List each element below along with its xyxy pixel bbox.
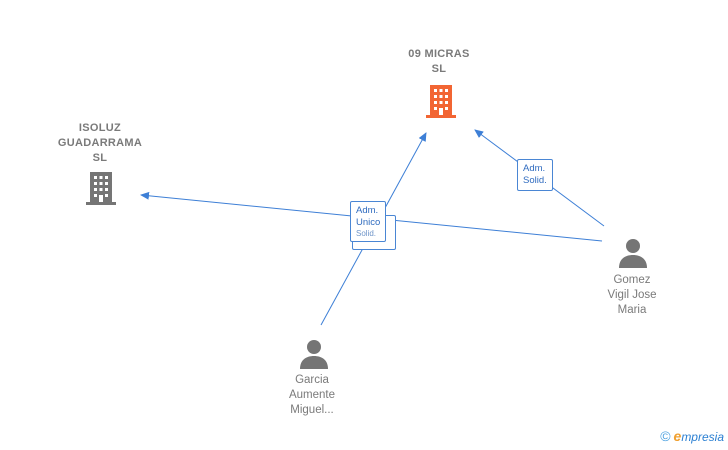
- empresia-logo[interactable]: ©empresia: [660, 428, 724, 444]
- logo-brand-text: mpresia: [681, 430, 724, 444]
- building-icon[interactable]: [425, 83, 457, 119]
- person-icon[interactable]: [617, 237, 649, 269]
- garcia-label-line1: Garcia: [295, 374, 329, 386]
- edge-label-garcia-micras[interactable]: Adm. Unico Solid.: [350, 201, 387, 242]
- garcia-label-line3: Miguel...: [290, 404, 334, 416]
- copyright-symbol: ©: [660, 428, 671, 444]
- edge-label-line: Solid.: [523, 175, 547, 186]
- person-label-gomez: Gomez Vigil Jose Maria: [591, 273, 673, 318]
- logo-letter-e: e: [673, 428, 682, 444]
- edge-label-line: Adm.: [523, 163, 546, 174]
- gomez-label-line2: Vigil Jose: [607, 289, 657, 301]
- isoluz-label-line1: ISOLUZ: [78, 122, 122, 134]
- company-label-micras: 09 MICRAS SL: [389, 47, 489, 77]
- building-icon[interactable]: [85, 170, 117, 206]
- edge-label-line: Unico: [356, 217, 381, 228]
- edge-label-line: Solid.: [356, 229, 377, 238]
- gomez-label-line1: Gomez: [613, 274, 651, 286]
- person-label-garcia: Garcia Aumente Miguel...: [270, 373, 354, 418]
- person-icon[interactable]: [298, 338, 330, 370]
- gomez-label-line3: Maria: [617, 304, 647, 316]
- garcia-label-line2: Aumente: [288, 389, 336, 401]
- company-label-isoluz: ISOLUZ GUADARRAMA SL: [50, 121, 150, 166]
- edge-label-line: Adm.: [356, 205, 379, 216]
- micras-label-line2: SL: [431, 63, 447, 75]
- micras-label-line1: 09 MICRAS: [408, 48, 470, 60]
- isoluz-label-line3: SL: [92, 152, 108, 164]
- edge-label-gomez-micras[interactable]: Adm. Solid.: [517, 159, 553, 191]
- isoluz-label-line2: GUADARRAMA: [57, 137, 143, 149]
